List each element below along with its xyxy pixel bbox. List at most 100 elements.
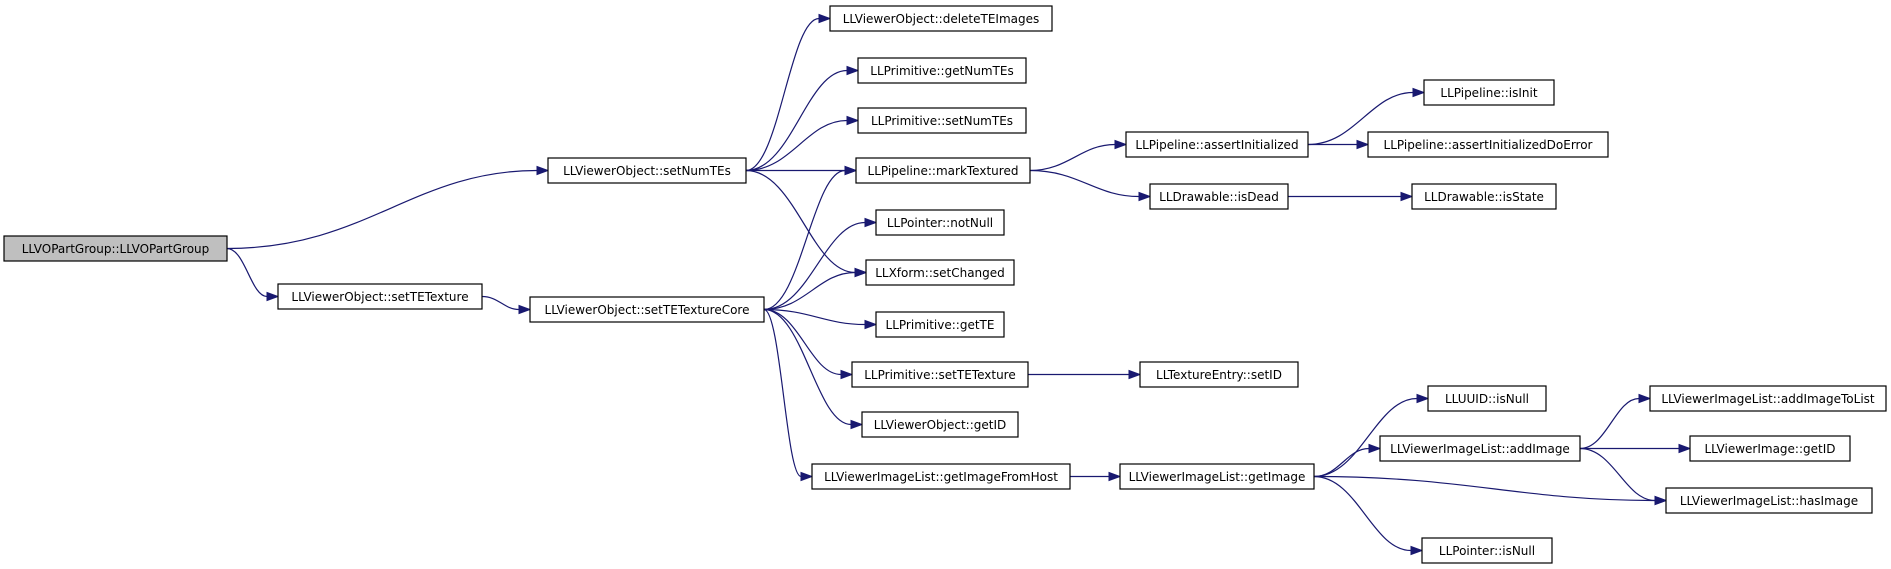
edge-llvopartgroup-llvopartgroup-to-llviewerobject-settetexture xyxy=(226,247,280,302)
node-label: LLPipeline::isInit xyxy=(1440,86,1537,100)
node-llviewerimagelist-addimage[interactable]: LLViewerImageList::addImage xyxy=(1379,435,1581,462)
node-llvopartgroup-llvopartgroup[interactable]: LLVOPartGroup::LLVOPartGroup xyxy=(3,235,228,262)
node-llviewerobject-settetexturecore[interactable]: LLViewerObject::setTETextureCore xyxy=(529,296,765,323)
edge-llpipeline-assertinitialized-to-llpipeline-isinit xyxy=(1307,87,1426,146)
edge-line xyxy=(745,69,848,172)
node-llpointer-notnull[interactable]: LLPointer::notNull xyxy=(875,209,1005,236)
arrowhead-icon xyxy=(846,65,860,76)
arrowhead-icon xyxy=(818,13,832,24)
node-lldrawable-isstate[interactable]: LLDrawable::isState xyxy=(1411,183,1557,210)
node-label: LLPrimitive::getTE xyxy=(886,318,995,332)
edge-llprimitive-settetexture-to-lltextureentry-setid xyxy=(1027,369,1142,380)
call-graph-edges xyxy=(226,13,1692,556)
arrowhead-icon xyxy=(1368,443,1382,454)
edge-line xyxy=(1307,91,1414,146)
arrowhead-icon xyxy=(864,217,878,228)
edge-line xyxy=(763,271,856,311)
node-box xyxy=(855,157,1031,184)
arrowhead-icon xyxy=(1654,495,1668,506)
node-box xyxy=(1119,463,1315,490)
arrowhead-icon xyxy=(1678,443,1692,454)
node-box xyxy=(875,209,1005,236)
node-box xyxy=(875,311,1005,338)
node-llviewerimagelist-hasimage[interactable]: LLViewerImageList::hasImage xyxy=(1665,487,1873,514)
arrowhead-icon xyxy=(1410,545,1424,556)
node-llprimitive-settetexture[interactable]: LLPrimitive::setTETexture xyxy=(851,361,1029,388)
arrowhead-icon xyxy=(1128,369,1142,380)
node-box xyxy=(277,283,483,310)
node-label: LLViewerImageList::addImage xyxy=(1390,442,1570,456)
node-label: LLViewerObject::deleteTEImages xyxy=(843,12,1040,26)
node-llpipeline-isinit[interactable]: LLPipeline::isInit xyxy=(1423,79,1555,106)
edge-line xyxy=(226,169,538,250)
node-llviewerimagelist-addimagetolist[interactable]: LLViewerImageList::addImageToList xyxy=(1649,385,1887,412)
arrowhead-icon xyxy=(266,291,280,302)
node-llpipeline-assertinitialized[interactable]: LLPipeline::assertInitialized xyxy=(1125,131,1309,158)
arrowhead-icon xyxy=(518,304,532,315)
node-llviewerimage-getid[interactable]: LLViewerImage::getID xyxy=(1689,435,1851,462)
edge-llviewerimagelist-addimage-to-llviewerimage-getid xyxy=(1580,443,1692,454)
arrowhead-icon xyxy=(864,319,878,330)
node-llpipeline-assertinitializeddoerror[interactable]: LLPipeline::assertInitializedDoError xyxy=(1367,131,1609,158)
edge-llviewerobject-settetexturecore-to-llviewerimagelist-getimagefromhost xyxy=(763,308,814,482)
node-llxform-setchanged[interactable]: LLXform::setChanged xyxy=(865,259,1015,286)
node-label: LLUUID::isNull xyxy=(1445,392,1529,406)
node-lluuid-isnull[interactable]: LLUUID::isNull xyxy=(1427,385,1547,412)
node-llprimitive-setnumtes[interactable]: LLPrimitive::setNumTEs xyxy=(857,107,1027,134)
node-label: LLViewerImageList::getImage xyxy=(1129,470,1306,484)
node-llviewerobject-getid[interactable]: LLViewerObject::getID xyxy=(861,411,1019,438)
arrowhead-icon xyxy=(1638,393,1652,404)
node-label: LLViewerImageList::hasImage xyxy=(1680,494,1858,508)
node-llprimitive-getnumtes[interactable]: LLPrimitive::getNumTEs xyxy=(857,57,1027,84)
node-label: LLPointer::notNull xyxy=(887,216,993,230)
arrowhead-icon xyxy=(840,369,854,380)
node-box xyxy=(1649,385,1887,412)
edge-line xyxy=(1313,447,1370,478)
edge-llpipeline-marktextured-to-lldrawable-isdead xyxy=(1029,169,1152,202)
node-lldrawable-isdead[interactable]: LLDrawable::isDead xyxy=(1149,183,1289,210)
edge-line xyxy=(1313,475,1656,502)
edge-llpipeline-marktextured-to-llpipeline-assertinitialized xyxy=(1029,139,1128,172)
node-box xyxy=(1379,435,1581,462)
node-label: LLViewerObject::setTETextureCore xyxy=(545,303,750,317)
node-box xyxy=(1689,435,1851,462)
arrowhead-icon xyxy=(1416,393,1430,404)
edge-line xyxy=(745,169,856,274)
node-box xyxy=(1665,487,1873,514)
arrowhead-icon xyxy=(1108,471,1122,482)
edge-line xyxy=(763,308,802,478)
node-label: LLViewerImageList::addImageToList xyxy=(1661,392,1875,406)
node-llpointer-isnull[interactable]: LLPointer::isNull xyxy=(1421,537,1553,564)
node-llpipeline-marktextured[interactable]: LLPipeline::markTextured xyxy=(855,157,1031,184)
node-label: LLXform::setChanged xyxy=(875,266,1005,280)
edge-llviewerimagelist-getimage-to-llviewerimagelist-hasimage xyxy=(1313,475,1668,506)
node-llviewerimagelist-getimagefromhost[interactable]: LLViewerImageList::getImageFromHost xyxy=(811,463,1071,490)
node-llviewerobject-deleteteimages[interactable]: LLViewerObject::deleteTEImages xyxy=(829,5,1053,32)
node-box xyxy=(1367,131,1609,158)
node-label: LLTextureEntry::setID xyxy=(1156,368,1282,382)
node-box xyxy=(547,157,747,184)
node-box xyxy=(529,296,765,323)
edge-line xyxy=(226,247,268,298)
node-label: LLViewerObject::setNumTEs xyxy=(563,164,731,178)
node-llviewerobject-settetexture[interactable]: LLViewerObject::setTETexture xyxy=(277,283,483,310)
edge-lldrawable-isdead-to-lldrawable-isstate xyxy=(1288,191,1414,202)
node-box xyxy=(857,57,1027,84)
edge-line xyxy=(745,17,820,172)
node-llviewerobject-setnumtes[interactable]: LLViewerObject::setNumTEs xyxy=(547,157,747,184)
edge-llviewerobject-settetexturecore-to-llpipeline-marktextured xyxy=(763,165,858,311)
node-lltextureentry-setid[interactable]: LLTextureEntry::setID xyxy=(1139,361,1299,388)
node-llviewerimagelist-getimage[interactable]: LLViewerImageList::getImage xyxy=(1119,463,1315,490)
node-box xyxy=(1125,131,1309,158)
arrowhead-icon xyxy=(844,165,858,176)
edge-line xyxy=(763,169,846,311)
node-label: LLPointer::isNull xyxy=(1439,544,1535,558)
node-box xyxy=(857,107,1027,134)
node-box xyxy=(1411,183,1557,210)
arrowhead-icon xyxy=(850,419,864,430)
node-llprimitive-gette[interactable]: LLPrimitive::getTE xyxy=(875,311,1005,338)
edge-llvopartgroup-llvopartgroup-to-llviewerobject-setnumtes xyxy=(226,165,550,250)
node-label: LLVOPartGroup::LLVOPartGroup xyxy=(22,242,210,256)
node-box xyxy=(865,259,1015,286)
node-box xyxy=(1423,79,1555,106)
